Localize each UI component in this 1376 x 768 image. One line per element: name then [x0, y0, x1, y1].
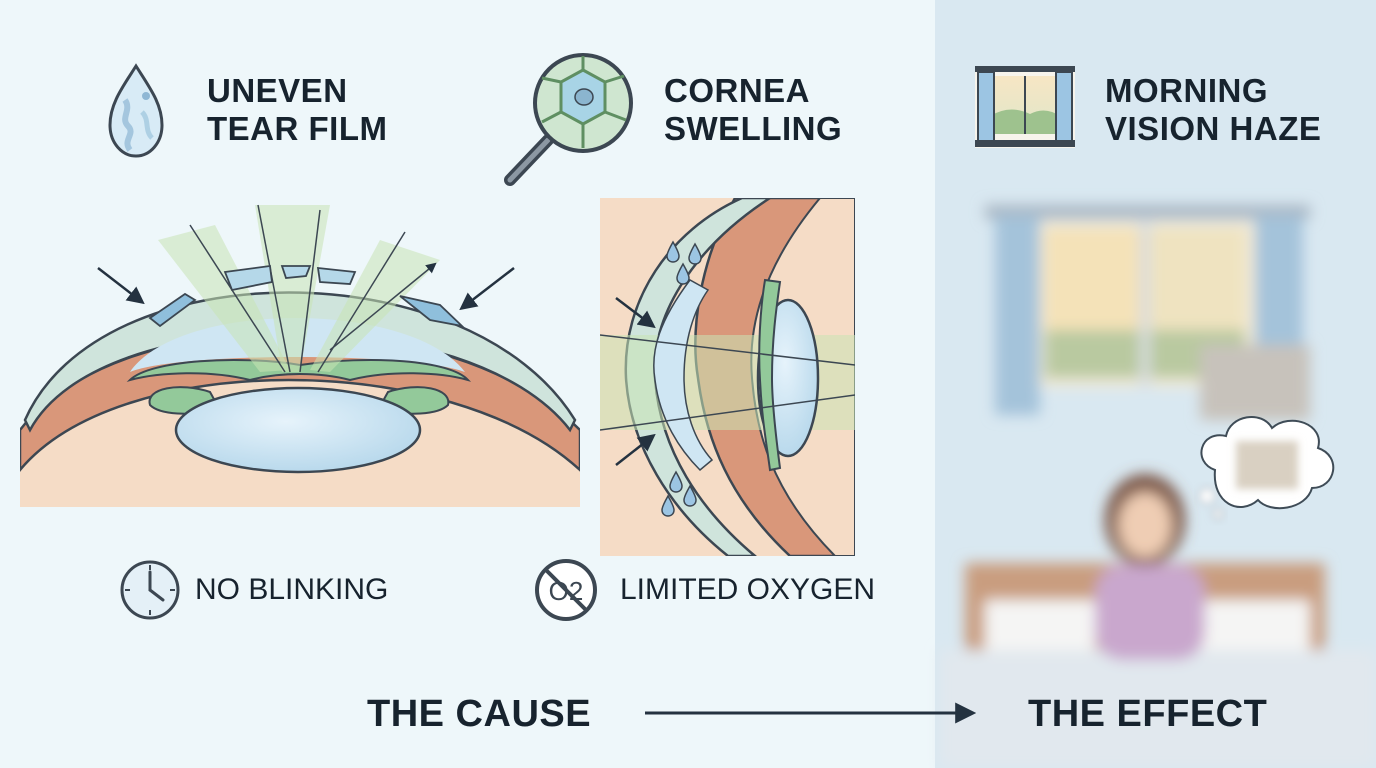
heading-uneven-tear-film: UNEVEN TEAR FILM: [207, 72, 387, 148]
heading-line: CORNEA: [664, 72, 811, 109]
magnifier-cells-icon: [504, 53, 633, 186]
heading-cornea-swelling: CORNEA SWELLING: [664, 72, 842, 148]
arrow-side-bottom: [615, 433, 656, 466]
bedroom-scene: [940, 205, 1376, 768]
eye-cross-section-front: [20, 204, 580, 507]
heading-line: VISION HAZE: [1105, 110, 1322, 147]
window-icon: [975, 66, 1075, 148]
heading-line: MORNING: [1105, 72, 1268, 109]
no-oxygen-icon: O2: [535, 559, 597, 621]
heading-line: TEAR FILM: [207, 110, 388, 147]
heading-line: SWELLING: [664, 110, 843, 147]
eye-cross-section-side: [600, 198, 855, 556]
arrow-right-eye: [459, 267, 515, 311]
arrow-side-top: [615, 297, 656, 329]
caption-limited-oxygen: LIMITED OXYGEN: [620, 573, 876, 606]
label-the-cause: THE CAUSE: [367, 693, 592, 735]
caption-no-blinking: NO BLINKING: [195, 573, 389, 606]
thought-bubble: [1198, 487, 1224, 520]
thought-blurred-window: [1236, 441, 1298, 489]
arrow-left-eye: [97, 267, 145, 305]
heading-line: UNEVEN: [207, 72, 348, 109]
label-the-effect: THE EFFECT: [1028, 693, 1268, 735]
clock-icon: [120, 560, 180, 620]
water-droplets: [661, 240, 702, 517]
tear-drop-icon: [108, 63, 164, 158]
heading-morning-vision-haze: MORNING VISION HAZE: [1105, 72, 1321, 148]
